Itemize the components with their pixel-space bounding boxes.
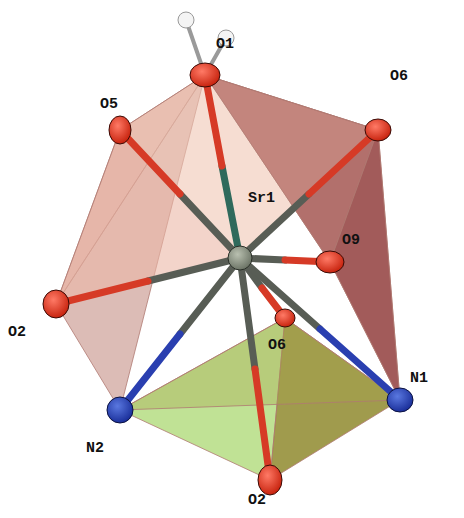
atom-label: O2 (8, 324, 26, 341)
atom-label: O5 (100, 96, 118, 113)
atom-label: O6 (268, 337, 286, 354)
atom-label: Sr1 (248, 190, 275, 207)
atom-label: N1 (410, 370, 428, 387)
atom-label: O1 (216, 36, 234, 53)
atom-label: O9 (342, 232, 360, 249)
atom-label: O6 (390, 68, 408, 85)
atom-label: N2 (86, 440, 104, 457)
atom-label: O2 (248, 492, 266, 509)
